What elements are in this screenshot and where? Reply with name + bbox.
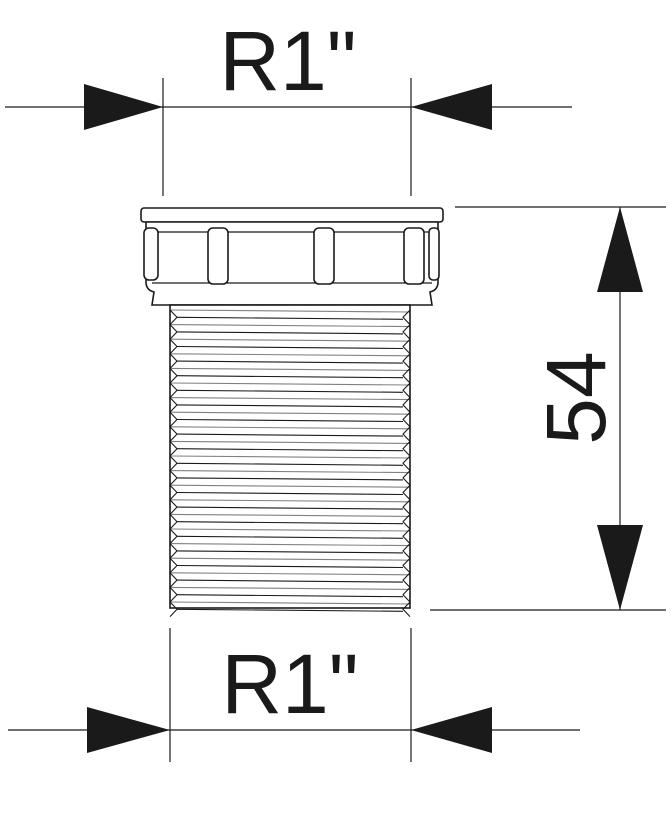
top-dimension: R1"	[5, 14, 572, 196]
thread-root-line	[169, 338, 411, 342]
top-diameter-label: R1"	[219, 14, 356, 108]
thread-root-line	[169, 353, 411, 357]
thread-root-line	[169, 484, 411, 488]
thread-line	[176, 550, 404, 554]
collar-rib-5	[428, 227, 440, 281]
thread-root-line	[169, 309, 411, 313]
height-dimension: 54	[430, 206, 666, 611]
thread-line	[176, 535, 404, 539]
collar-rib-4	[403, 227, 425, 285]
thread-root-line	[169, 528, 411, 532]
collar-lip	[140, 207, 444, 223]
thread-lines	[169, 309, 411, 617]
bottom-dimension: R1"	[8, 628, 580, 762]
collar-rib-2	[207, 227, 229, 285]
collar	[140, 207, 444, 306]
thread-root-line	[169, 426, 411, 430]
threaded-shank	[169, 304, 411, 617]
bottom-arrow-right	[411, 707, 492, 753]
height-label: 54	[529, 351, 623, 444]
thread-line	[176, 433, 404, 437]
thread-root-line	[169, 572, 411, 576]
height-arrow-top	[597, 207, 643, 292]
thread-line	[176, 521, 404, 525]
thread-root-line	[169, 470, 411, 474]
thread-line	[176, 316, 404, 320]
thread-root-line	[169, 440, 411, 444]
thread-line	[176, 462, 404, 466]
thread-line	[176, 331, 404, 335]
collar-rib-3	[313, 227, 335, 285]
thread-root-line	[169, 382, 411, 386]
thread-root-line	[169, 586, 411, 590]
thread-root-line	[169, 499, 411, 503]
thread-line	[176, 579, 404, 583]
bottom-arrow-left	[87, 707, 170, 753]
thread-root-line	[169, 601, 411, 605]
thread-line	[176, 345, 404, 350]
thread-root-line	[169, 397, 411, 401]
thread-line	[176, 564, 404, 569]
thread-line	[176, 491, 404, 496]
thread-root-line	[169, 411, 411, 415]
collar-body	[145, 221, 439, 306]
collar-rib-1	[143, 227, 159, 281]
thread-line	[176, 506, 404, 510]
thread-root-line	[169, 513, 411, 517]
height-arrow-bottom	[597, 525, 643, 610]
thread-line	[176, 418, 404, 423]
top-arrow-left	[84, 84, 163, 130]
thread-line	[176, 375, 404, 379]
thread-root-line	[169, 324, 411, 328]
thread-root-line	[169, 557, 411, 561]
thread-line	[176, 389, 404, 393]
thread-root-line	[169, 455, 411, 459]
bottom-diameter-label: R1"	[221, 637, 358, 731]
thread-line	[176, 404, 404, 408]
thread-line	[176, 360, 404, 364]
thread-line	[176, 594, 404, 598]
thread-root-line	[169, 367, 411, 371]
top-arrow-right	[411, 84, 492, 130]
thread-line	[176, 477, 404, 481]
thread-line	[176, 608, 404, 612]
thread-line	[176, 448, 404, 452]
thread-root-line	[169, 543, 411, 547]
